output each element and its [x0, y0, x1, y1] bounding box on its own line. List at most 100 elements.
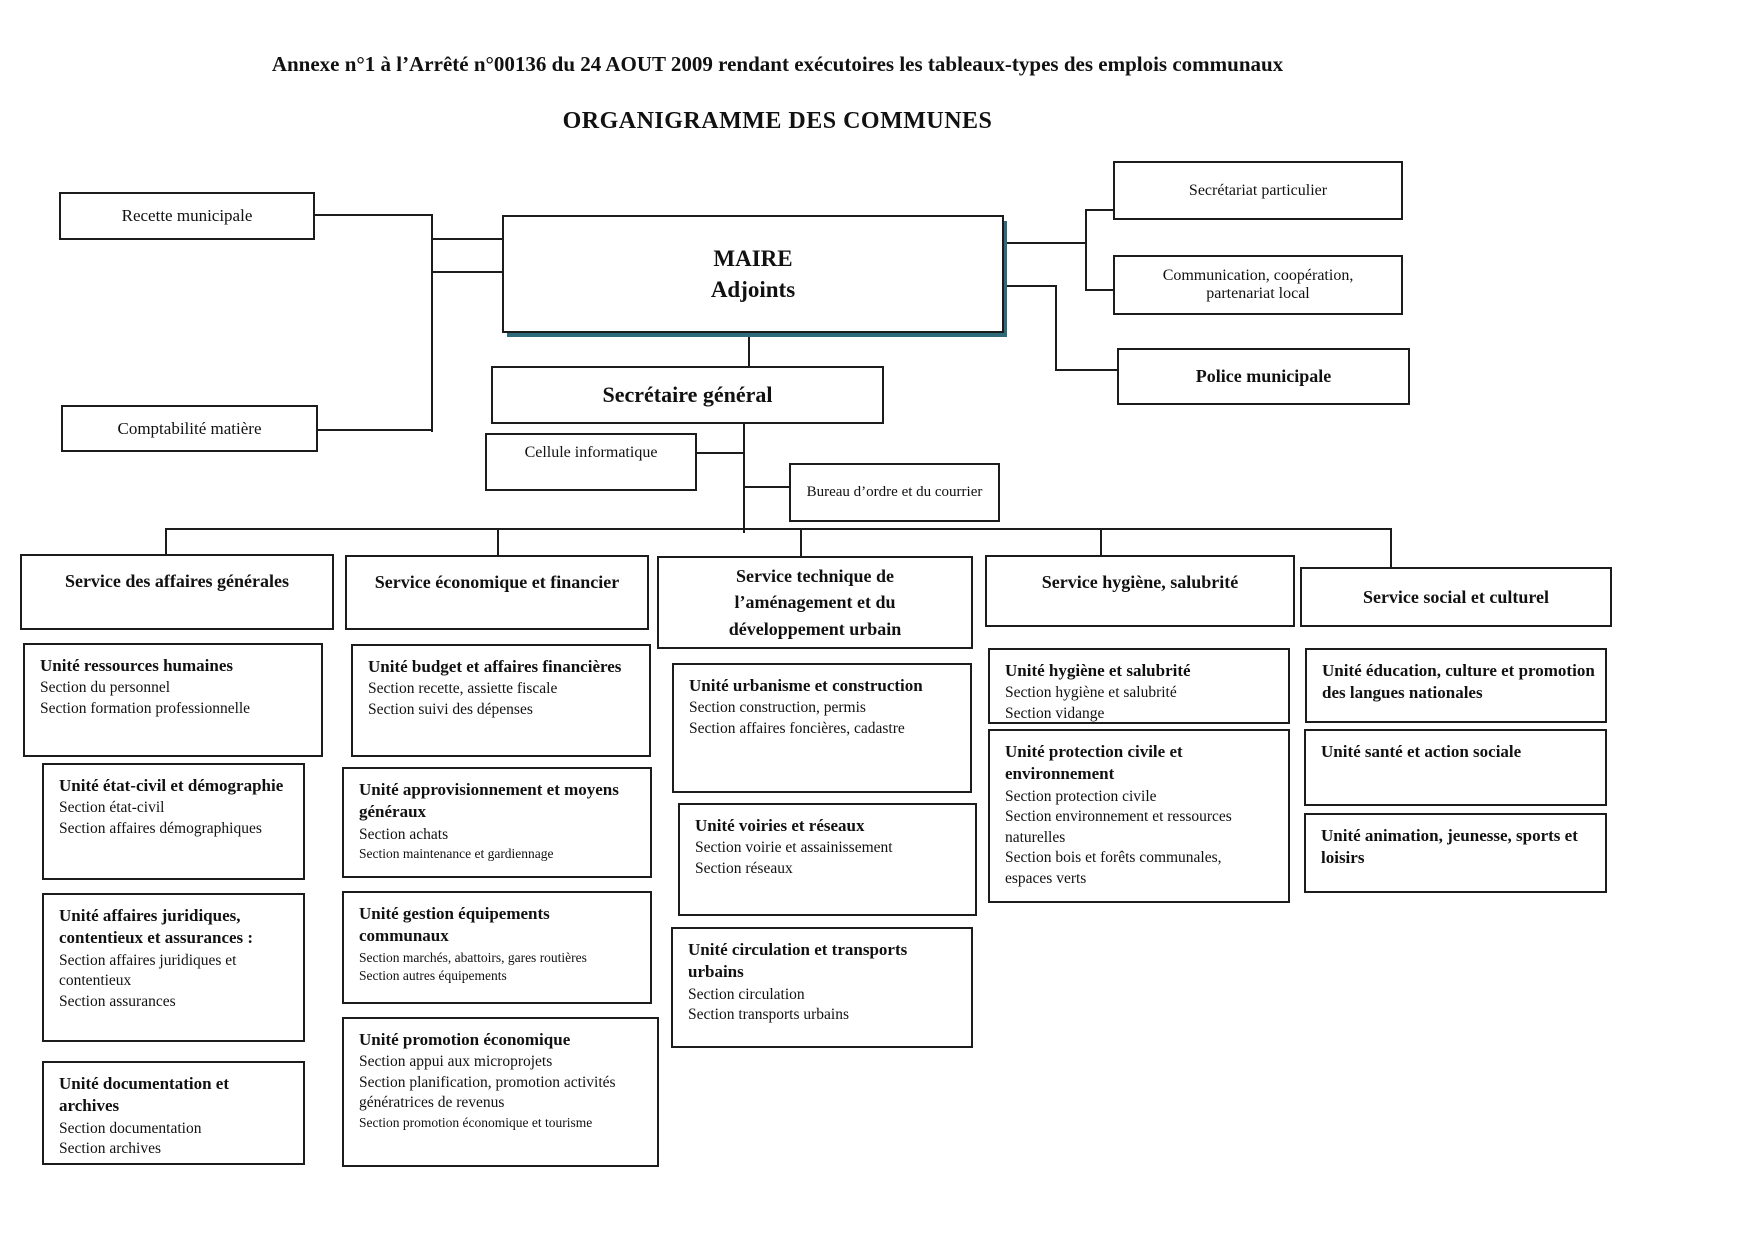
node-recette-municipale: Recette municipale: [59, 192, 315, 240]
unit-title: Unité affaires juridiques, contentieux e…: [59, 906, 254, 948]
connector-line: [1390, 528, 1392, 568]
unit-box-voiries-reseaux: Unité voiries et réseaux Section voirie …: [678, 803, 977, 916]
unit-title: Unité promotion économique: [359, 1030, 571, 1049]
unit-title: Unité circulation et transports urbains: [688, 940, 908, 982]
connector-line: [1004, 285, 1055, 287]
unit-section: Section assurances: [59, 992, 176, 1010]
unit-section: Section bois et forêts communales, espac…: [1005, 849, 1222, 887]
unit-title: Unité hygiène et salubrité: [1005, 661, 1191, 680]
connector-line: [431, 271, 502, 273]
connector-line: [1004, 242, 1085, 244]
unit-section: Section achats: [359, 825, 449, 843]
node-label: Communication, coopération, partenariat …: [1162, 267, 1354, 302]
unit-section: Section construction, permis: [689, 699, 866, 717]
unit-section: Section affaires foncières, cadastre: [689, 719, 905, 737]
unit-section: Section appui aux microprojets: [359, 1053, 553, 1071]
unit-title: Unité protection civile et environnement: [1005, 742, 1183, 784]
unit-section: Section recette, assiette fiscale: [368, 680, 558, 698]
connector-line: [1085, 209, 1113, 211]
connector-line: [497, 528, 499, 556]
unit-title: Unité santé et action sociale: [1321, 742, 1522, 761]
unit-box-ressources-humaines: Unité ressources humaines Section du per…: [23, 643, 323, 757]
node-label: Police municipale: [1195, 366, 1332, 386]
unit-section: Section autres équipements: [359, 967, 507, 983]
connector-line: [1055, 369, 1117, 371]
unit-title: Unité budget et affaires financières: [368, 657, 622, 676]
node-label: Bureau d’ordre et du courrier: [806, 484, 983, 500]
connector-line: [1085, 209, 1087, 291]
node-label: Recette municipale: [121, 206, 253, 225]
unit-title: Unité gestion équipements communaux: [359, 904, 550, 946]
unit-box-circulation-transports: Unité circulation et transports urbains …: [671, 927, 973, 1048]
unit-box-urbanisme-construction: Unité urbanisme et construction Section …: [672, 663, 972, 793]
unit-section: Section transports urbains: [688, 1006, 850, 1024]
node-communication-cooperation: Communication, coopération, partenariat …: [1113, 255, 1403, 315]
unit-title: Unité documentation et archives: [59, 1074, 229, 1116]
unit-title: Unité voiries et réseaux: [695, 816, 865, 835]
node-police-municipale: Police municipale: [1117, 348, 1410, 405]
node-label: Secrétariat particulier: [1188, 181, 1328, 199]
unit-box-approvisionnement-moyens: Unité approvisionnement et moyens généra…: [342, 767, 652, 878]
unit-box-sante-action-sociale: Unité santé et action sociale: [1304, 729, 1607, 806]
node-secretariat-particulier: Secrétariat particulier: [1113, 161, 1403, 220]
service-label: Service hygiène, salubrité: [1041, 572, 1239, 592]
unit-section: Section archives: [59, 1140, 162, 1158]
unit-section: Section environnement et ressources natu…: [1005, 808, 1232, 846]
node-label: MAIRE Adjoints: [710, 245, 796, 302]
service-box-technique-urbain: Service technique de l’aménagement et du…: [657, 556, 973, 649]
unit-section: Section marchés, abattoirs, gares routiè…: [359, 949, 587, 965]
unit-box-etat-civil-demographie: Unité état-civil et démographie Section …: [42, 763, 305, 880]
unit-section: Section suivi des dépenses: [368, 700, 533, 718]
unit-section: Section affaires juridiques et contentie…: [59, 951, 237, 990]
connector-line: [743, 424, 745, 533]
unit-section: Section état-civil: [59, 799, 165, 817]
connector-line: [745, 486, 789, 488]
service-box-hygiene-salubrite: Service hygiène, salubrité: [985, 555, 1295, 627]
unit-section: Section réseaux: [695, 859, 793, 877]
unit-section: Section du personnel: [40, 679, 171, 697]
unit-box-promotion-economique: Unité promotion économique Section appui…: [342, 1017, 659, 1167]
unit-section: Section formation professionnelle: [40, 699, 251, 717]
unit-box-animation-jeunesse-sports: Unité animation, jeunesse, sports et loi…: [1304, 813, 1607, 893]
unit-box-education-culture-langues: Unité éducation, culture et promotion de…: [1305, 648, 1607, 723]
unit-section: Section documentation: [59, 1119, 202, 1137]
unit-section: Section voirie et assainissement: [695, 839, 893, 857]
connector-line: [1055, 285, 1057, 371]
connector-line: [165, 528, 1392, 530]
service-box-economique-financier: Service économique et financier: [345, 555, 649, 630]
unit-box-hygiene-salubrite: Unité hygiène et salubrité Section hygiè…: [988, 648, 1290, 724]
unit-box-documentation-archives: Unité documentation et archives Section …: [42, 1061, 305, 1165]
connector-line: [431, 238, 502, 240]
unit-box-budget-affaires-financieres: Unité budget et affaires financières Sec…: [351, 644, 651, 757]
unit-title: Unité ressources humaines: [40, 656, 233, 675]
connector-line: [748, 333, 750, 366]
node-maire-adjoints: MAIRE Adjoints: [502, 215, 1004, 333]
unit-section: Section hygiène et salubrité: [1005, 684, 1177, 702]
node-cellule-informatique: Cellule informatique: [485, 433, 697, 491]
chart-title: ORGANIGRAMME DES COMMUNES: [562, 108, 993, 134]
service-label: Service social et culturel: [1362, 586, 1550, 607]
node-label: Comptabilité matière: [117, 418, 262, 438]
unit-title: Unité état-civil et démographie: [59, 776, 284, 795]
node-bureau-ordre-courrier: Bureau d’ordre et du courrier: [789, 463, 1000, 522]
unit-section: Section promotion économique et tourisme: [359, 1114, 593, 1130]
connector-line: [1085, 289, 1113, 291]
connector-line: [318, 429, 431, 431]
unit-title: Unité approvisionnement et moyens généra…: [359, 780, 619, 822]
unit-section: Section affaires démographiques: [59, 819, 262, 837]
unit-box-affaires-juridiques: Unité affaires juridiques, contentieux e…: [42, 893, 305, 1042]
unit-section: Section protection civile: [1005, 787, 1157, 805]
connector-line: [697, 452, 743, 454]
node-comptabilite-matiere: Comptabilité matière: [61, 405, 318, 452]
unit-title: Unité animation, jeunesse, sports et loi…: [1321, 826, 1578, 868]
unit-title: Unité urbanisme et construction: [689, 676, 923, 695]
node-label: Secrétaire général: [602, 382, 773, 407]
service-label: Service économique et financier: [374, 572, 620, 592]
unit-section: Section maintenance et gardiennage: [359, 846, 554, 862]
unit-box-gestion-equipements: Unité gestion équipements communaux Sect…: [342, 891, 652, 1004]
unit-title: Unité éducation, culture et promotion de…: [1322, 661, 1595, 703]
service-label: Service technique de l’aménagement et du…: [728, 566, 902, 639]
node-secretaire-general: Secrétaire général: [491, 366, 884, 424]
unit-section: Section planification, promotion activit…: [359, 1073, 616, 1112]
connector-line: [431, 214, 433, 432]
